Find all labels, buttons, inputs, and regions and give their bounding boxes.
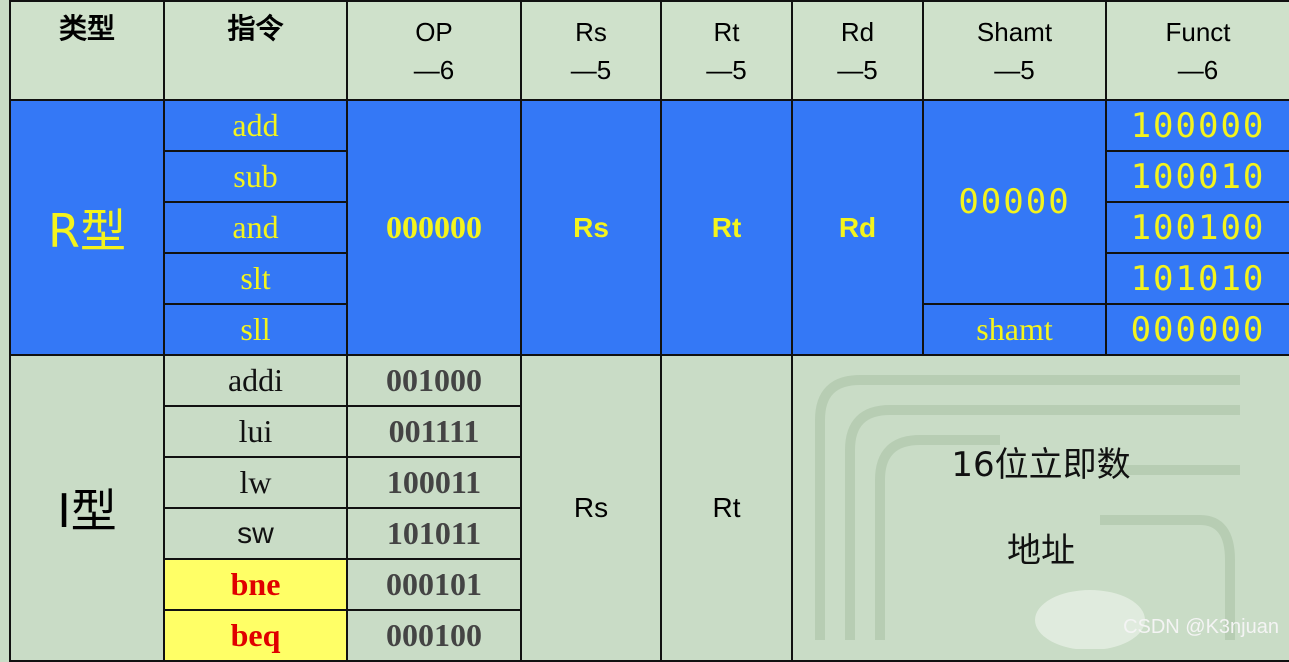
- r-row-sll: sll shamt 000000: [10, 303, 1289, 356]
- header-rd-label: Rd: [840, 16, 875, 47]
- i-imm-line2: 地址: [1007, 531, 1075, 571]
- header-rs-bits: —5: [570, 54, 612, 85]
- header-shamt-bits: —5: [994, 54, 1035, 85]
- header-rt: Rt —5: [660, 0, 793, 101]
- i-imm-line1: 16位立即数: [951, 445, 1131, 485]
- r-instr-slt: slt: [163, 252, 348, 305]
- i-row-bne: bne 000101: [10, 558, 1289, 611]
- header-rt-label: Rt: [713, 16, 740, 47]
- header-instruction: 指令: [163, 0, 348, 101]
- i-op-sw: 101011: [346, 507, 522, 560]
- r-shamt: 00000: [922, 99, 1107, 305]
- r-funct-slt: 101010: [1105, 252, 1289, 305]
- header-op-label: OP: [415, 16, 453, 47]
- i-type-label: I型: [9, 354, 165, 662]
- i-instr-lw: lw: [163, 456, 348, 509]
- r-rt: Rt: [660, 99, 793, 356]
- r-instr-sub: sub: [163, 150, 348, 203]
- r-op: 000000: [346, 99, 522, 356]
- r-shamt-sll: shamt: [922, 303, 1107, 356]
- instruction-format-table: 类型 指令 OP —6 Rs —5 Rt —5 Rd —5 Shamt —5 Funct —…: [9, 0, 1289, 662]
- r-row-sub: sub 100010: [10, 150, 1289, 203]
- i-instr-sw: sw: [163, 507, 348, 560]
- header-rd: Rd —5: [791, 0, 924, 101]
- header-rd-bits: —5: [837, 54, 878, 85]
- header-rs-label: Rs: [575, 16, 607, 47]
- i-op-lui: 001111: [346, 405, 522, 458]
- r-funct-add: 100000: [1105, 99, 1289, 152]
- header-row: 类型 指令 OP —6 Rs —5 Rt —5 Rd —5 Shamt —5 Funct —…: [9, 0, 1289, 101]
- header-funct-label: Funct: [1165, 16, 1231, 47]
- header-op: OP —6: [346, 0, 522, 101]
- r-instr-and: and: [163, 201, 348, 254]
- i-op-addi: 001000: [346, 354, 522, 407]
- i-instr-beq: beq: [163, 609, 348, 662]
- header-op-bits: —6: [413, 54, 455, 85]
- i-instr-bne: bne: [163, 558, 348, 611]
- r-funct-and: 100100: [1105, 201, 1289, 254]
- r-row-add: R型 add 000000 Rs Rt Rd 00000 100000: [9, 99, 1289, 356]
- r-instr-add: add: [163, 99, 348, 152]
- r-funct-sub: 100010: [1105, 150, 1289, 203]
- i-rs: Rs: [520, 354, 662, 662]
- r-rs: Rs: [520, 99, 662, 356]
- i-op-lw: 100011: [346, 456, 522, 509]
- r-rd: Rd: [791, 99, 924, 356]
- header-funct: Funct —6: [1105, 0, 1289, 101]
- header-rt-bits: —5: [706, 54, 747, 85]
- r-row-and: and 100100: [10, 201, 1289, 254]
- header-shamt-label: Shamt: [976, 16, 1053, 47]
- i-instr-lui: lui: [163, 405, 348, 458]
- header-type: 类型: [9, 0, 165, 101]
- i-rt: Rt: [660, 354, 793, 662]
- r-instr-sll: sll: [163, 303, 348, 356]
- r-type-label: R型: [9, 99, 165, 356]
- i-row-lui: lui 001111: [10, 405, 1289, 458]
- r-row-slt: slt 101010: [10, 252, 1289, 305]
- i-instr-addi: addi: [163, 354, 348, 407]
- i-op-bne: 000101: [346, 558, 522, 611]
- r-funct-sll: 000000: [1105, 303, 1289, 356]
- watermark: CSDN @K3njuan: [1123, 616, 1279, 638]
- i-immediate: 16位立即数 地址: [791, 354, 1289, 662]
- i-row-addi: I型 addi 001000 Rs Rt 16位立即数 地址: [9, 354, 1289, 662]
- header-shamt: Shamt —5: [922, 0, 1107, 101]
- header-rs: Rs —5: [520, 0, 662, 101]
- header-funct-bits: —6: [1177, 54, 1219, 85]
- i-op-beq: 000100: [346, 609, 522, 662]
- i-row-sw: sw 101011: [10, 507, 1289, 560]
- i-row-lw: lw 100011: [10, 456, 1289, 509]
